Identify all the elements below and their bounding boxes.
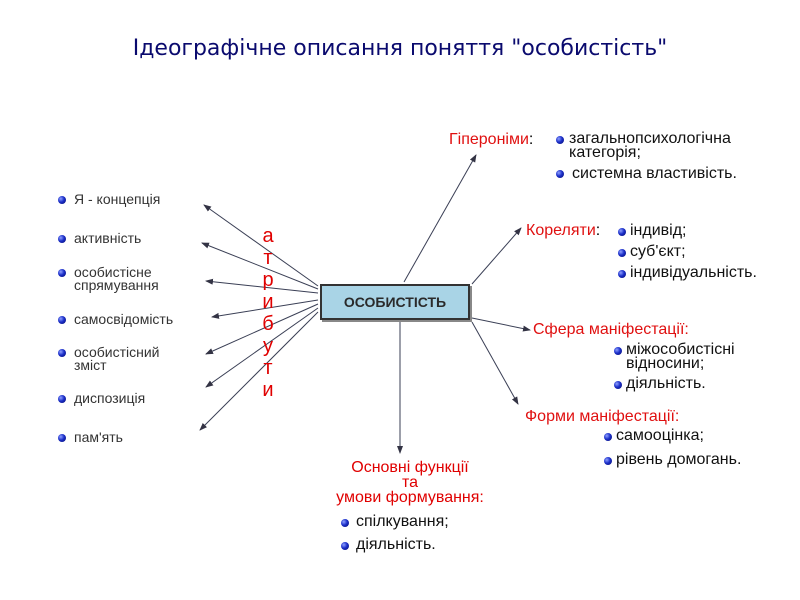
hyperonym-item: загальнопсихологічна категорія;	[569, 130, 731, 161]
functions-heading: Основні функції та умови формування:	[310, 459, 510, 506]
hyperonyms-label: Гіпероніми	[449, 131, 529, 148]
attribute-item: диспозиція	[74, 390, 146, 406]
bullet-icon	[341, 542, 349, 550]
arrow-self-awareness	[211, 299, 319, 319]
attribute-item: пам'ять	[74, 429, 123, 445]
bullet-icon	[618, 249, 626, 257]
page-title: Ідеографічне описання поняття "особистіс…	[132, 36, 668, 61]
attribute-item: активність	[74, 230, 142, 246]
function-item: спілкування;	[356, 513, 449, 530]
bullet-icon	[58, 316, 66, 324]
arrow-hyperonyms	[403, 154, 477, 283]
attribute-item: самосвідомість	[74, 311, 174, 327]
bullet-icon	[556, 170, 564, 178]
attribute-letter: т	[263, 247, 273, 269]
attribute-letter: б	[262, 313, 274, 335]
functions-heading-line: Основні функції	[351, 459, 469, 476]
central-concept-box: ОСОБИСТІСТЬ	[320, 284, 470, 320]
attribute-letter: а	[262, 225, 274, 247]
attribute-item: особистісне спрямування	[74, 264, 159, 293]
bullet-icon	[556, 136, 564, 144]
bullet-icon	[341, 519, 349, 527]
attribute-item: Я - концепція	[74, 191, 161, 207]
hyperonym-item: системна властивість.	[572, 165, 737, 182]
bullet-icon	[58, 434, 66, 442]
hyperonyms-colon: :	[528, 131, 534, 148]
correlate-item: суб'єкт;	[630, 243, 686, 260]
forms-item: самооцінка;	[616, 427, 704, 444]
arrow-sphere	[471, 317, 531, 332]
attribute-letter: и	[262, 379, 274, 401]
bullet-icon	[58, 196, 66, 204]
function-item: діяльність.	[356, 536, 436, 553]
correlate-item: індивідуальність.	[630, 264, 757, 281]
arrow-correlates	[471, 227, 522, 285]
bullet-icon	[58, 269, 66, 277]
functions-heading-line: умови формування:	[336, 489, 484, 506]
hyperonyms-heading: Гіпероніми:	[449, 131, 533, 149]
bullet-icon	[58, 395, 66, 403]
arrow-disposition	[205, 307, 319, 388]
sphere-item: діяльність.	[626, 375, 706, 392]
bullet-icon	[58, 235, 66, 243]
correlates-label: Кореляти	[526, 222, 596, 239]
arrow-forms	[471, 321, 519, 405]
attribute-letter: р	[262, 269, 274, 291]
arrow-ya-concept	[203, 204, 319, 287]
attribute-letter: у	[263, 335, 273, 357]
correlates-colon: :	[595, 222, 601, 239]
bullet-icon	[614, 347, 622, 355]
correlates-heading: Кореляти:	[526, 222, 600, 240]
bullet-icon	[604, 433, 612, 441]
bullet-icon	[58, 349, 66, 357]
bullet-icon	[618, 270, 626, 278]
arrow-meaning	[205, 303, 319, 355]
arrow-activity	[201, 242, 319, 290]
sphere-heading: Сфера маніфестації:	[533, 321, 689, 338]
attribute-item: особистісний зміст	[74, 344, 160, 373]
bullet-icon	[614, 381, 622, 389]
attribute-letter: и	[262, 291, 274, 313]
correlate-item: індивід;	[630, 222, 687, 239]
functions-heading-line: та	[401, 474, 419, 491]
arrow-memory	[199, 311, 319, 431]
forms-item: рівень домогань.	[616, 451, 742, 468]
attribute-letter: т	[263, 357, 273, 379]
sphere-item: міжособистісні відносини;	[626, 341, 735, 372]
arrow-direction	[205, 278, 319, 294]
bullet-icon	[618, 228, 626, 236]
forms-heading: Форми маніфестації:	[525, 408, 680, 425]
bullet-icon	[604, 457, 612, 465]
